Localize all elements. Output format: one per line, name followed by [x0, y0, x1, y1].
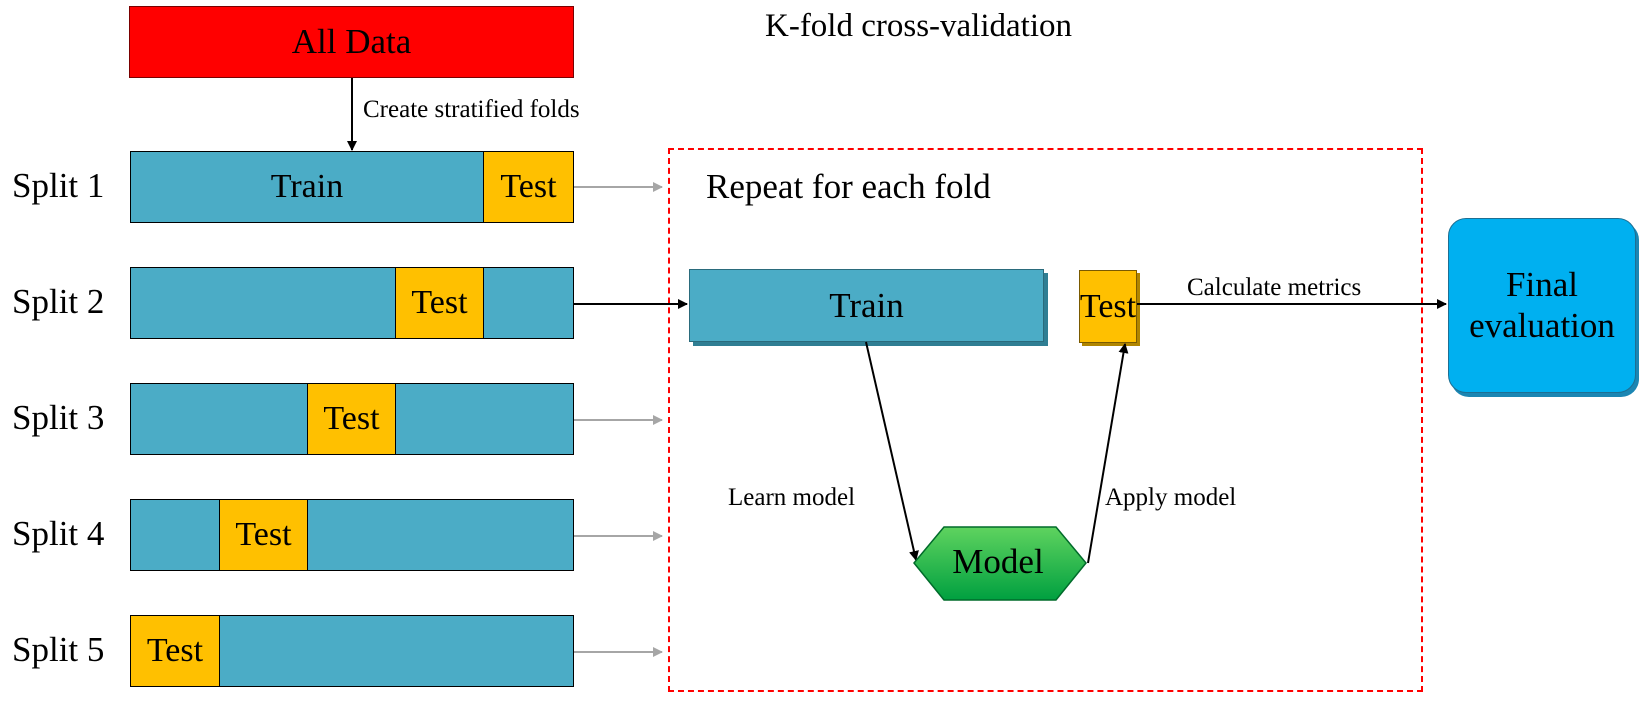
final-evaluation-box: Final evaluation [1448, 218, 1636, 393]
all-data-box: All Data [129, 6, 574, 78]
all-data-label: All Data [291, 22, 412, 61]
split-4-test-label: Test [235, 516, 292, 553]
model-label: Model [952, 542, 1044, 581]
repeat-label: Repeat for each fold [706, 167, 991, 206]
learn-model-label: Learn model [728, 484, 856, 511]
diagram-title: K-fold cross-validation [765, 8, 1073, 44]
apply-model-label: Apply model [1105, 484, 1237, 511]
split-1-train-segment: Train [131, 152, 483, 222]
test-box: Test [1079, 270, 1137, 343]
split-1-test-label: Test [500, 168, 557, 205]
split-4-label: Split 4 [12, 514, 105, 553]
split-1-test-segment: Test [483, 152, 573, 222]
apply-model-arrow [1087, 343, 1129, 564]
split-3-test-segment: Test [307, 384, 396, 454]
split-1-train-label: Train [270, 168, 344, 205]
final-evaluation-label: Final evaluation [1469, 265, 1615, 345]
calculate-metrics-label: Calculate metrics [1187, 274, 1362, 301]
split-3-test-label: Test [323, 400, 380, 437]
split-5-test-label: Test [146, 632, 204, 669]
split-3-bar: Test [130, 383, 574, 455]
split-1-bar: Train Test [130, 151, 574, 223]
model-shape [913, 526, 1087, 601]
split-2-label: Split 2 [12, 282, 105, 321]
split-2-test-segment: Test [395, 268, 484, 338]
split-5-test-segment: Test [131, 616, 220, 686]
split-4-bar: Test [130, 499, 574, 571]
split-3-label: Split 3 [12, 398, 105, 437]
train-box-label: Train [829, 285, 904, 325]
learn-model-arrow [865, 341, 919, 561]
split-2-bar: Test [130, 267, 574, 339]
create-folds-label: Create stratified folds [363, 96, 580, 123]
split-1-label: Split 1 [12, 166, 105, 205]
split-5-bar: Test [130, 615, 574, 687]
repeat-region [668, 148, 1423, 692]
test-box-label: Test [1079, 287, 1137, 325]
train-box: Train [689, 269, 1044, 342]
split-2-test-label: Test [411, 284, 468, 321]
split-5-label: Split 5 [12, 630, 105, 669]
split-4-test-segment: Test [219, 500, 308, 570]
